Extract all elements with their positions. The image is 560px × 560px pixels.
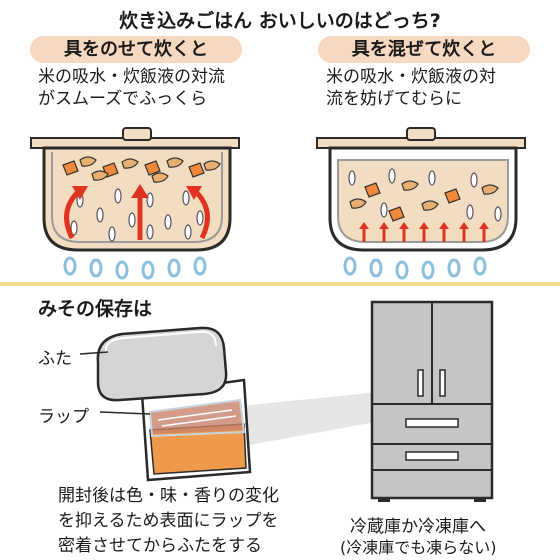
section-divider (0, 282, 560, 286)
left-desc-line1: 米の吸水・炊飯液の対流 (38, 67, 225, 87)
miso-note-line2: を抑えるため表面にラップを (58, 511, 279, 531)
miso-container (79, 326, 420, 482)
right-desc-line1: 米の吸水・炊飯液の対 (326, 67, 496, 87)
left-desc-line2: がスムーズでふっくら (38, 89, 208, 109)
right-pot (316, 127, 526, 280)
wrap-label: ラップ (38, 407, 89, 427)
fridge-caption-line2: (冷凍庫でも凍らない) (340, 538, 497, 557)
miso-note-line3: 密着させてからふたをする (58, 536, 262, 556)
right-heading: 具を混ぜて炊くと (351, 39, 497, 60)
left-pot (30, 127, 240, 280)
miso-section-heading: みその保存は (38, 298, 153, 320)
right-heading-pill: 具を混ぜて炊くと (318, 36, 530, 63)
lid-label: ふた (38, 349, 72, 369)
miso-note-line1: 開封後は色・味・香りの変化 (58, 486, 279, 506)
fridge (370, 300, 494, 502)
right-desc-line2: 流を妨げてむらに (326, 89, 462, 109)
left-heading-pill: 具をのせて炊くと (30, 36, 242, 63)
page-title: 炊き込みごはん おいしいのはどっち? (119, 10, 441, 32)
fridge-caption-line1: 冷蔵庫か冷凍庫へ (350, 517, 486, 537)
left-heading: 具をのせて炊くと (64, 39, 208, 60)
